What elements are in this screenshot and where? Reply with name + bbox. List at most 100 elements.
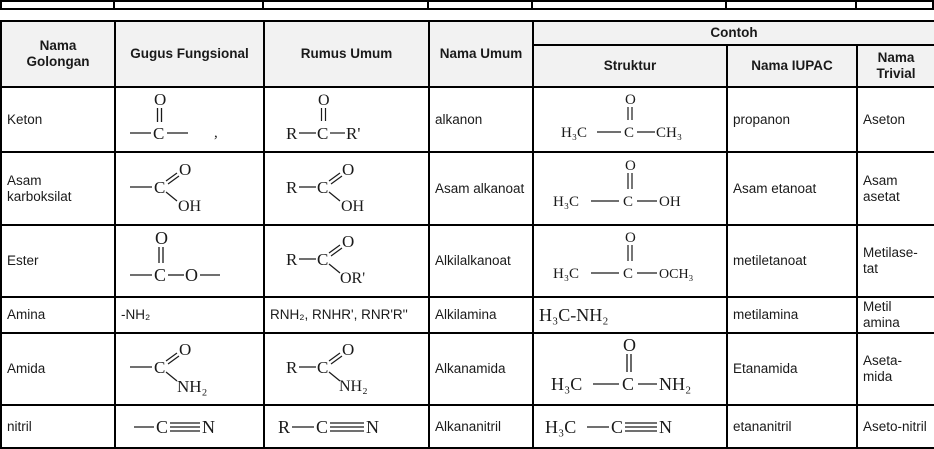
svg-text:OCH₃: OCH₃ xyxy=(659,267,694,282)
table-row: Amina -NH₂ RNH₂, RNHR', RNR'R'' Alkilami… xyxy=(0,296,934,334)
svg-text:N: N xyxy=(659,417,672,437)
struktur-asetonitril: H₃C C N xyxy=(532,404,728,449)
golongan-cell: Amina xyxy=(0,296,116,334)
svg-text:C: C xyxy=(623,266,633,282)
svg-text:O: O xyxy=(154,90,166,109)
svg-text:C: C xyxy=(316,417,328,437)
header-contoh: Contoh xyxy=(531,20,934,46)
svg-text:R: R xyxy=(286,250,298,269)
golongan-cell: Keton xyxy=(0,86,116,153)
svg-text:N: N xyxy=(202,417,215,437)
svg-text:C: C xyxy=(156,417,168,437)
golongan-cell: Asam karboksilat xyxy=(0,151,116,226)
svg-text:OH: OH xyxy=(341,198,365,215)
struktur-etanamida: O H₃C C NH₂ xyxy=(532,332,728,406)
acetic-acid-structure: O H₃C C OH xyxy=(553,158,681,210)
svg-text:O: O xyxy=(625,230,636,246)
svg-text:NH₂: NH₂ xyxy=(177,377,207,396)
golongan-cell: Amida xyxy=(0,332,116,406)
svg-text:C: C xyxy=(623,194,633,210)
acetonitrile-structure: H₃C C N xyxy=(545,417,672,437)
functional-groups-table: Nama Golongan Gugus Fungsional Rumus Umu… xyxy=(0,20,934,449)
trivial-cell: Asam asetat xyxy=(855,151,934,226)
svg-text:O: O xyxy=(342,232,354,251)
golongan-cell: nitril xyxy=(0,404,116,449)
trivial-cell: Aseta-mida xyxy=(855,332,934,406)
nama-umum-cell: Alkanamida xyxy=(428,332,534,406)
carboxyl-group-structure: C O OH xyxy=(129,160,202,215)
rumus-umum-keton: O R C R' xyxy=(263,86,430,153)
svg-text:OR': OR' xyxy=(340,270,365,287)
svg-text:OH: OH xyxy=(659,194,681,210)
svg-text:C: C xyxy=(154,265,166,285)
svg-text:O: O xyxy=(342,160,354,179)
svg-text:H₃C: H₃C xyxy=(561,125,587,141)
svg-text:O: O xyxy=(179,160,191,179)
svg-text:C: C xyxy=(624,125,634,141)
struktur-metil-asetat: O H₃C C OCH₃ xyxy=(532,224,728,298)
svg-text:C: C xyxy=(622,374,634,394)
trivial-cell: Metilase-tat xyxy=(855,224,934,298)
rumus-umum-nitril: R C N xyxy=(263,404,430,449)
svg-text:O: O xyxy=(625,158,636,174)
ketone-general-formula: O R C R' xyxy=(286,92,360,143)
iupac-cell: metilamina xyxy=(726,296,858,334)
header-rumus-umum: Rumus Umum xyxy=(263,20,430,88)
nama-umum-cell: Alkananitril xyxy=(428,404,534,449)
svg-text:CH₃: CH₃ xyxy=(656,125,682,141)
svg-text:C: C xyxy=(153,124,164,143)
gugus-fungsional-ester: O C O xyxy=(114,224,265,298)
table-row: Asam karboksilat C O OH R C xyxy=(0,151,934,226)
svg-text:O: O xyxy=(185,265,198,285)
rumus-umum-amida: R C O NH₂ xyxy=(263,332,430,406)
svg-text:O: O xyxy=(342,340,354,359)
carboxylic-acid-general-formula: R C O OH xyxy=(286,160,365,215)
header-nama-trivial: Nama Trivial xyxy=(855,44,934,88)
svg-text:C: C xyxy=(317,178,328,197)
trivial-cell: Aseton xyxy=(855,86,934,153)
struktur-aseton: O H₃C C CH₃ xyxy=(532,86,728,153)
nitrile-general-formula: R C N xyxy=(278,417,379,437)
svg-text:NH₂: NH₂ xyxy=(659,374,691,394)
svg-text:C: C xyxy=(317,250,328,269)
nama-umum-cell: Asam alkanoat xyxy=(428,151,534,226)
struktur-asam-asetat: O H₃C C OH xyxy=(532,151,728,226)
svg-text:OH: OH xyxy=(178,198,202,215)
svg-text:C: C xyxy=(317,124,328,143)
nitrile-group-structure: C N xyxy=(133,417,215,437)
svg-text:H₃C: H₃C xyxy=(553,266,579,282)
svg-text:R: R xyxy=(286,178,298,197)
svg-text:H₃C: H₃C xyxy=(553,194,579,210)
table-row: Amida C O NH₂ R C xyxy=(0,332,934,406)
svg-text:C: C xyxy=(154,358,165,377)
iupac-cell: Etanamida xyxy=(726,332,858,406)
svg-text:O: O xyxy=(318,92,330,109)
methyl-acetate-structure: O H₃C C OCH₃ xyxy=(553,230,694,282)
amide-general-formula: R C O NH₂ xyxy=(286,340,368,395)
iupac-cell: etananitril xyxy=(726,404,858,449)
header-nama-iupac: Nama IUPAC xyxy=(726,44,858,88)
svg-text:N: N xyxy=(366,417,379,437)
nama-umum-cell: Alkilamina xyxy=(428,296,534,334)
golongan-cell: Ester xyxy=(0,224,116,298)
struktur-metilamina: H₃C-NH₂ xyxy=(532,296,728,334)
table-row: Ester O C O R C xyxy=(0,224,934,298)
gugus-fungsional-amina: -NH₂ xyxy=(114,296,265,334)
header-nama-golongan: Nama Golongan xyxy=(0,20,116,88)
ester-group-structure: O C O xyxy=(129,228,220,285)
ester-general-formula: R C O OR' xyxy=(286,232,365,287)
rumus-umum-asam: R C O OH xyxy=(263,151,430,226)
svg-text:C: C xyxy=(611,417,623,437)
rumus-umum-amina: RNH₂, RNHR', RNR'R'' xyxy=(263,296,430,334)
gugus-fungsional-amida: C O NH₂ xyxy=(114,332,265,406)
svg-text:R': R' xyxy=(346,124,360,143)
header-struktur: Struktur xyxy=(532,44,728,88)
iupac-cell: propanon xyxy=(726,86,858,153)
header-gugus-fungsional: Gugus Fungsional xyxy=(114,20,265,88)
svg-text:O: O xyxy=(623,335,636,355)
previous-table-bottom-edge xyxy=(0,0,934,10)
svg-text:R: R xyxy=(286,358,298,377)
acetone-structure: O H₃C C CH₃ xyxy=(561,92,682,141)
table-row: nitril C N R C xyxy=(0,404,934,449)
svg-text:R: R xyxy=(286,124,298,143)
